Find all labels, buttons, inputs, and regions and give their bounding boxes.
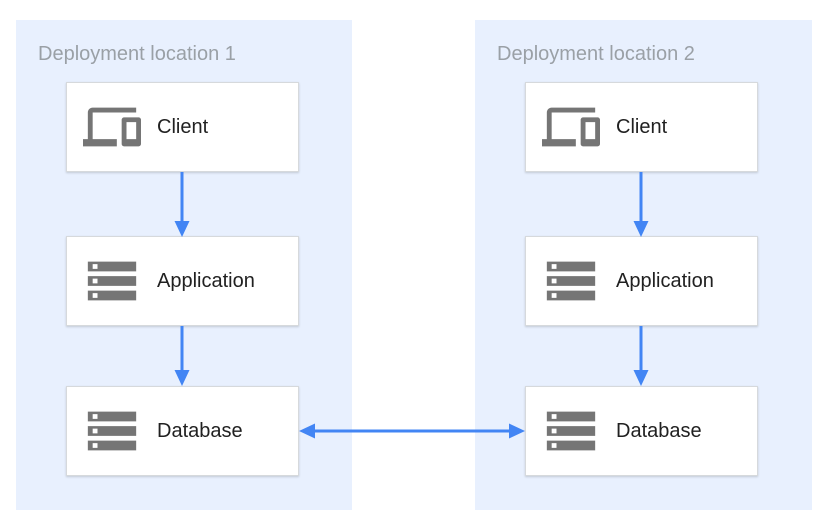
node-application: Application <box>525 236 758 326</box>
server-stack-icon <box>542 252 600 310</box>
node-label: Client <box>157 115 209 138</box>
server-stack-icon <box>83 402 141 460</box>
node-label: Application <box>616 269 714 292</box>
devices-icon <box>542 98 600 156</box>
devices-icon <box>83 98 141 156</box>
node-database: Database <box>525 386 758 476</box>
node-label: Client <box>616 115 668 138</box>
panel-deployment-location-2: Deployment location 2 Client Application <box>475 20 812 510</box>
node-label: Database <box>616 419 702 442</box>
server-stack-icon <box>83 252 141 310</box>
node-label: Database <box>157 419 243 442</box>
node-label: Application <box>157 269 255 292</box>
node-client: Client <box>525 82 758 172</box>
panel-title: Deployment location 2 <box>497 43 695 65</box>
panel-deployment-location-1: Deployment location 1 Client Application <box>16 20 352 510</box>
node-client: Client <box>66 82 299 172</box>
panel-title: Deployment location 1 <box>38 43 236 65</box>
node-application: Application <box>66 236 299 326</box>
server-stack-icon <box>542 402 600 460</box>
node-database: Database <box>66 386 299 476</box>
